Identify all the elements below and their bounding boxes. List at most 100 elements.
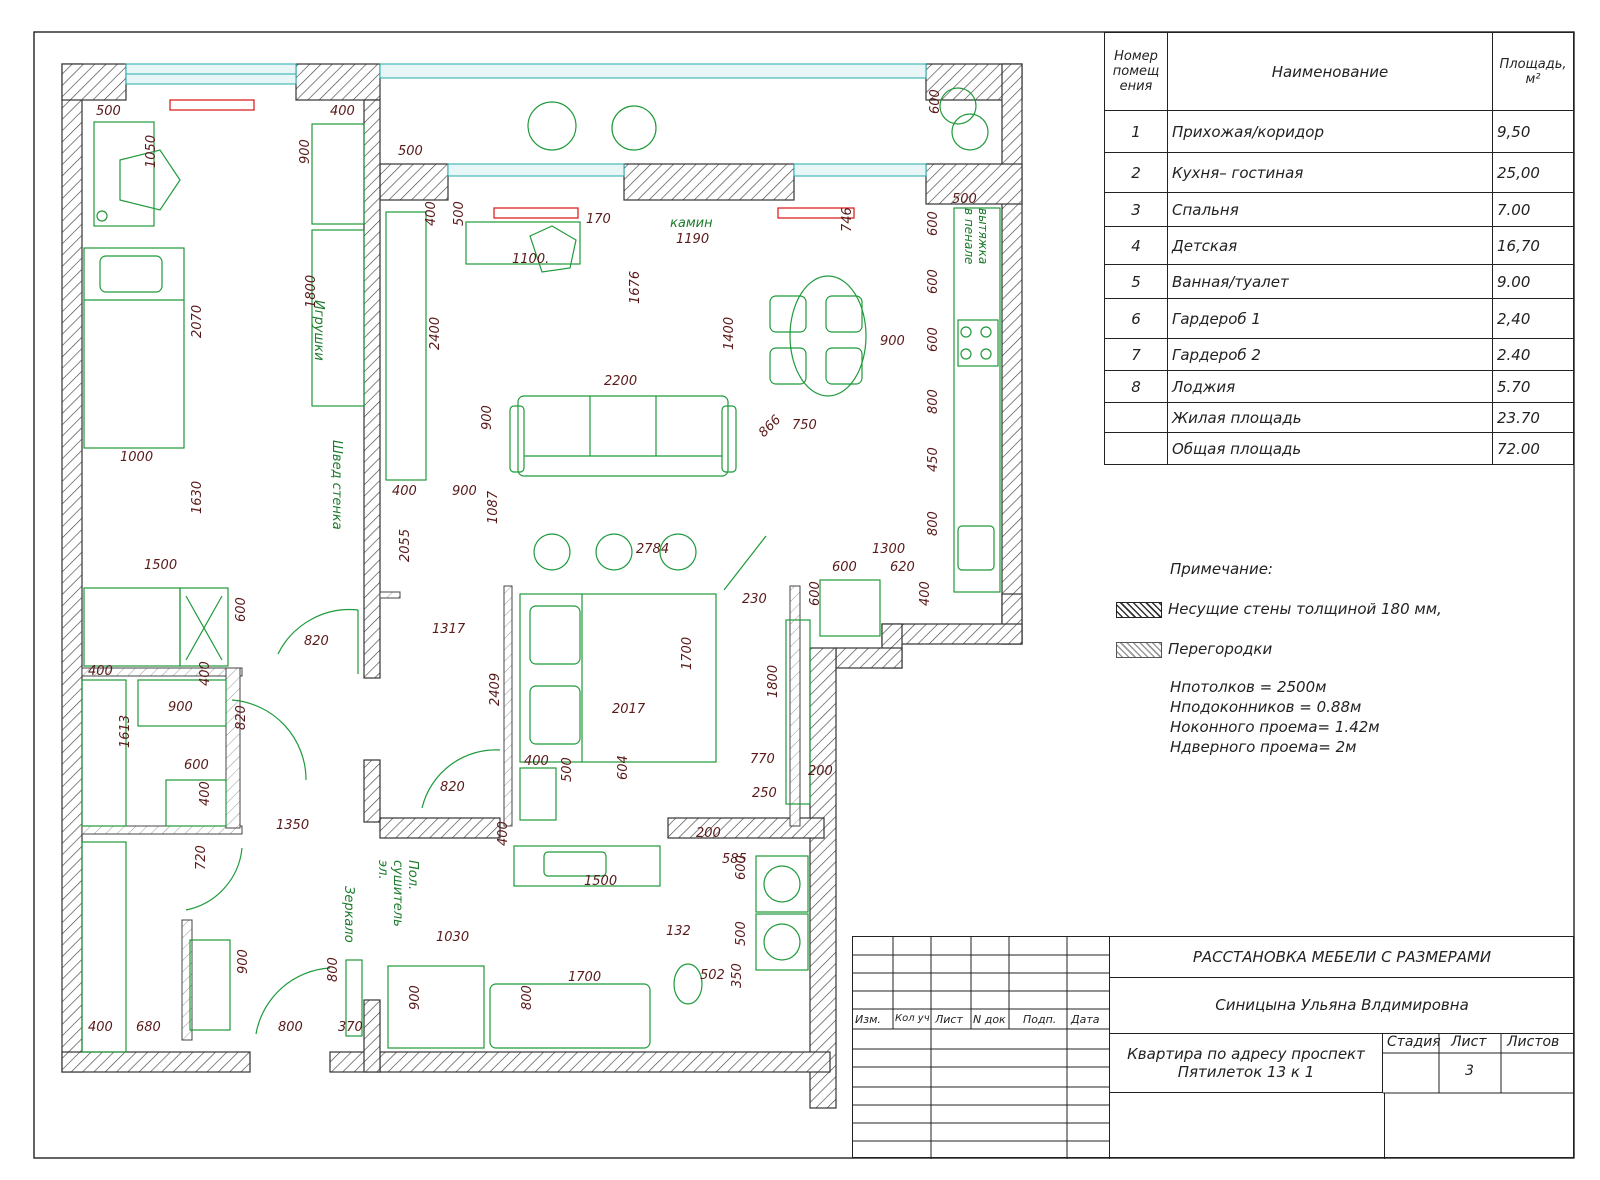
dimension-label: 200: [696, 826, 721, 841]
radiators: [169, 99, 855, 219]
table-cell-area: 2,40: [1492, 298, 1574, 339]
dimension-label: 900: [880, 334, 905, 349]
dimension-label: 820: [304, 634, 329, 649]
table-cell-name: Гардероб 2: [1167, 338, 1493, 371]
table-cell-area: 72.00: [1492, 432, 1574, 465]
dimension-label: 1800: [766, 664, 781, 698]
tb-list: Лист: [935, 1013, 963, 1026]
table-cell-area: 7.00: [1492, 192, 1574, 227]
dimension-label: 900: [480, 405, 495, 430]
table-cell-name: Общая площадь: [1167, 432, 1493, 465]
dimension-label: 1676: [628, 270, 643, 304]
table-cell-area: 9.00: [1492, 264, 1574, 299]
table-cell-num: 6: [1104, 298, 1168, 339]
dimension-label: 604: [616, 755, 631, 780]
dimension-label: 230: [742, 592, 767, 607]
dimension-label: 1700: [568, 970, 602, 985]
tb-podp: Подп.: [1023, 1013, 1057, 1026]
dimension-label: 1030: [436, 930, 470, 945]
dimension-label: 132: [666, 924, 691, 939]
dimension-label: 250: [752, 786, 777, 801]
rooms-table: Номер помещ ения Наименование Площадь, м…: [1104, 32, 1574, 465]
dimension-label: 1350: [276, 818, 310, 833]
table-cell-num: 4: [1104, 226, 1168, 265]
legend-partition-text: Перегородки: [1168, 640, 1273, 658]
dimension-label: 600: [808, 581, 823, 606]
dimension-label: 400: [198, 661, 213, 686]
dimension-label: 170: [586, 212, 611, 227]
dimension-label: 2017: [612, 702, 646, 717]
dimension-label: 1800: [304, 274, 319, 308]
table-cell-num: 5: [1104, 264, 1168, 299]
dimension-label: 900: [168, 700, 193, 715]
dimension-label: 1500: [584, 874, 618, 889]
tb-project: Квартира по адресу проспект Пятилеток 13…: [1109, 1033, 1383, 1093]
label-towel-dryer: Пол. сушитель эл.: [375, 860, 420, 927]
note-ceiling: Hпотолков = 2500м: [1170, 678, 1327, 696]
dimension-label: 400: [496, 821, 511, 846]
dimension-label: 1190: [676, 232, 710, 247]
table-cell-num: [1104, 432, 1168, 465]
table-cell-num: 1: [1104, 110, 1168, 153]
note-window: Hоконного проема= 1.42м: [1170, 718, 1380, 736]
table-cell-area: 16,70: [1492, 226, 1574, 265]
tb-author: Синицына Ульяна Влдимировна: [1109, 977, 1574, 1034]
note-sill: Hподоконников = 0.88м: [1170, 698, 1362, 716]
tb-ndoc: N док: [973, 1013, 1006, 1026]
furniture: [81, 87, 1001, 1053]
dimension-label: 400: [88, 664, 113, 679]
table-cell-num: 7: [1104, 338, 1168, 371]
dimension-label: 1630: [190, 480, 205, 514]
dimension-label: 1087: [486, 490, 501, 524]
table-cell-name: Кухня– гостиная: [1167, 152, 1493, 193]
tb-drawing-title: РАССТАНОВКА МЕБЕЛИ С РАЗМЕРАМИ: [1109, 937, 1574, 978]
dimension-label: 2784: [636, 542, 670, 557]
table-cell-area: 23.70: [1492, 402, 1574, 433]
dimension-label: 820: [234, 705, 249, 730]
dimension-label: 2400: [428, 316, 443, 350]
dimension-label: 800: [926, 389, 941, 414]
dimension-label: 600: [734, 855, 749, 880]
table-header-num: Номер помещ ения: [1104, 32, 1168, 111]
dimension-label: 1050: [144, 134, 159, 168]
legend-partition-swatch: [1116, 642, 1162, 658]
table-cell-area: 2.40: [1492, 338, 1574, 371]
dimension-label: 1300: [872, 542, 906, 557]
dimension-label: 600: [184, 758, 209, 773]
loggia-windows: [125, 63, 927, 177]
dimension-label: 350: [730, 963, 745, 988]
dimension-label: 600: [234, 597, 249, 622]
legend-bearing-swatch: [1116, 602, 1162, 618]
dimension-label: 800: [520, 985, 535, 1010]
dimension-label: 800: [278, 1020, 303, 1035]
label-toys: Игрушки: [311, 300, 326, 361]
tb-sheet-label: Лист: [1451, 1034, 1487, 1050]
table-cell-num: 2: [1104, 152, 1168, 193]
dimension-label: 1100.: [512, 252, 550, 267]
dimension-label: 680: [136, 1020, 161, 1035]
partitions: [81, 585, 801, 1041]
dimension-label: 900: [236, 949, 251, 974]
tb-stage-grid: Стадия Лист Листов 3: [1383, 1033, 1573, 1159]
dimension-label: 720: [194, 845, 209, 870]
tb-data: Дата: [1071, 1013, 1100, 1026]
dimension-label: 500: [952, 192, 977, 207]
table-header-area: Площадь, м²: [1492, 32, 1574, 111]
dimension-label: 585: [722, 852, 747, 867]
note-door: Hдверного проема= 2м: [1170, 738, 1357, 756]
dimension-label: 400: [330, 104, 355, 119]
label-wall-bars: Швед стенка: [329, 440, 344, 530]
dimension-label: 620: [890, 560, 915, 575]
dimension-label: 500: [398, 144, 423, 159]
dimension-label: 600: [928, 89, 943, 114]
dimension-label: 2055: [398, 528, 413, 562]
dimension-label: 400: [198, 781, 213, 806]
table-cell-area: 9,50: [1492, 110, 1574, 153]
dimension-label: 900: [298, 139, 313, 164]
dimension-label: 2200: [604, 374, 638, 389]
